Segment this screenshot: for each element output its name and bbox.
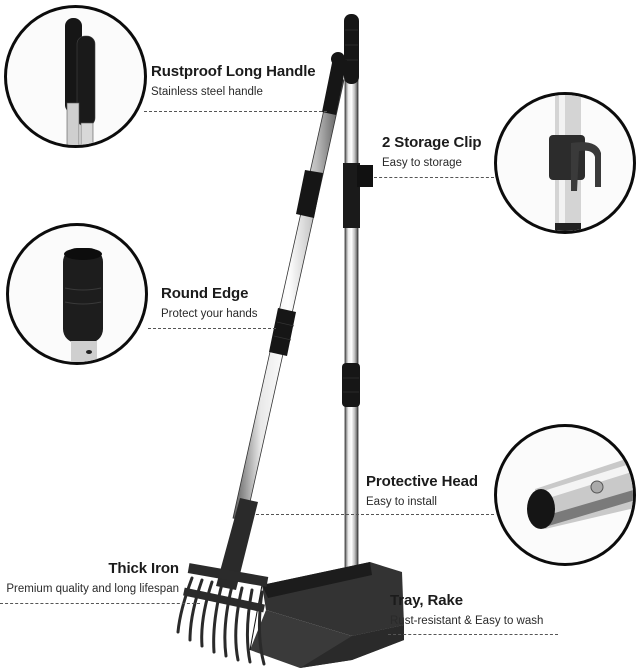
- callout-protective-head: Protective Head Easy to install: [366, 473, 478, 510]
- callout-subtitle: Stainless steel handle: [151, 86, 263, 98]
- callout-subtitle: Protect your hands: [161, 308, 258, 320]
- callout-title: Thick Iron: [108, 560, 179, 577]
- tray-handle-pole: [342, 14, 373, 581]
- rake-handle-pole: [216, 52, 347, 590]
- detail-circle-round-edge: [6, 223, 148, 365]
- callout-subtitle: Easy to storage: [382, 157, 462, 169]
- callout-leader-line: [0, 603, 200, 604]
- callout-round-edge: Round Edge Protect your hands: [161, 285, 258, 322]
- callout-title: Rustproof Long Handle: [151, 63, 316, 80]
- tray: [249, 562, 404, 668]
- callout-title: Round Edge: [161, 285, 249, 302]
- callout-storage-clip: 2 Storage Clip Easy to storage: [382, 134, 482, 171]
- callout-subtitle: Easy to install: [366, 496, 437, 508]
- callout-tray-rake: Tray, Rake Rust-resistant & Easy to wash: [390, 592, 543, 629]
- storage-clip-detail-icon: [549, 95, 601, 231]
- callout-leader-line: [148, 328, 276, 329]
- callout-title: Tray, Rake: [390, 592, 463, 609]
- detail-circle-protective-head: [494, 424, 636, 566]
- rake-head: [176, 563, 269, 666]
- detail-circle-handle-grips: [4, 5, 147, 148]
- callout-leader-line: [388, 634, 558, 635]
- handle-grips-detail-icon: [65, 18, 96, 145]
- callout-leader-line: [256, 514, 494, 515]
- callout-subtitle: Rust-resistant & Easy to wash: [390, 615, 544, 627]
- callout-leader-line: [144, 111, 327, 112]
- callout-thick-iron: Thick Iron Premium quality and long life…: [3, 560, 179, 597]
- callout-rustproof-handle: Rustproof Long Handle Stainless steel ha…: [151, 63, 316, 100]
- callout-title: Protective Head: [366, 473, 478, 490]
- callout-title: 2 Storage Clip: [382, 134, 482, 151]
- callout-leader-line: [374, 177, 494, 178]
- callout-subtitle: Premium quality and long lifespan: [6, 583, 179, 595]
- protective-head-detail-icon: [527, 457, 633, 529]
- detail-circle-storage-clip: [494, 92, 636, 234]
- round-edge-grip-detail-icon: [63, 248, 103, 362]
